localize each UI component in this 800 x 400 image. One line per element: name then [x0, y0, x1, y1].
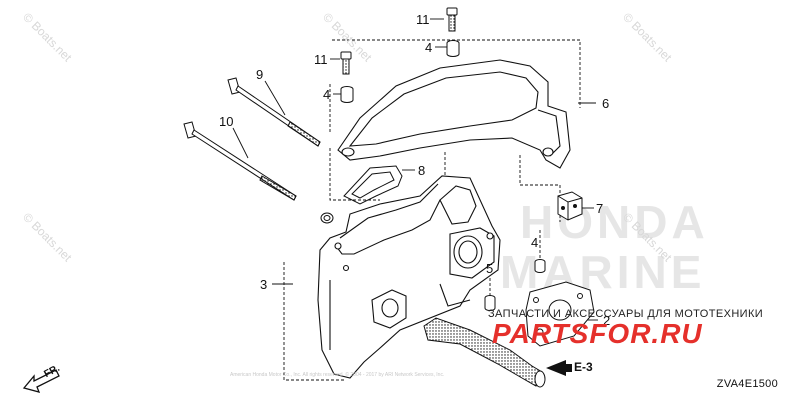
partsfor-banner: ЗАПЧАСТИ И АКСЕССУАРЫ ДЛЯ МОТОТЕХНИКИ: [488, 308, 764, 320]
bolt-11-left: [340, 51, 352, 75]
gasket-2: [525, 281, 595, 347]
callout-4-left: 4: [323, 87, 331, 102]
washer: [320, 212, 334, 224]
bolt-9: [227, 77, 321, 147]
mount-7: [557, 191, 583, 221]
collar-5: [484, 295, 496, 311]
honda-marine-watermark: HONDA MARINE: [500, 196, 709, 298]
bolt-11-top: [446, 7, 458, 32]
callout-4-top: 4: [425, 40, 433, 55]
collar-4-lower: [534, 259, 546, 273]
reference-arrow: [546, 360, 572, 376]
assembly-guide-lines: [283, 39, 581, 381]
svg-text:MARINE: MARINE: [500, 246, 705, 298]
callout-leaders: [232, 18, 598, 321]
bolt-10: [183, 121, 297, 201]
gasket-8: [343, 165, 403, 205]
callout-4-lower: 4: [531, 235, 539, 250]
callout-2: 2: [603, 313, 611, 328]
collar-4-left: [340, 86, 354, 103]
callout-9: 9: [256, 67, 264, 82]
intake-hose: [423, 317, 546, 388]
case-3: [317, 175, 501, 379]
callout-8: 8: [418, 163, 426, 178]
svg-text:HONDA: HONDA: [520, 196, 709, 248]
callout-11-top: 11: [416, 12, 430, 27]
callout-7: 7: [596, 201, 604, 216]
callout-11-left: 11: [314, 52, 328, 67]
front-direction-arrow: [22, 369, 60, 393]
diagram-part-code: ZVA4E1500: [716, 378, 778, 390]
reference-label: E-3: [574, 360, 593, 374]
callout-6: 6: [602, 96, 610, 111]
collar-4-top: [446, 40, 460, 57]
callout-5: 5: [486, 261, 494, 276]
callout-3: 3: [260, 277, 268, 292]
callout-10: 10: [219, 114, 234, 129]
copyright-notice: American Honda Motor Co., Inc. All right…: [230, 372, 445, 378]
cover-6: [337, 59, 571, 169]
partsfor-logo: PARTSFOR.RU: [492, 318, 703, 349]
